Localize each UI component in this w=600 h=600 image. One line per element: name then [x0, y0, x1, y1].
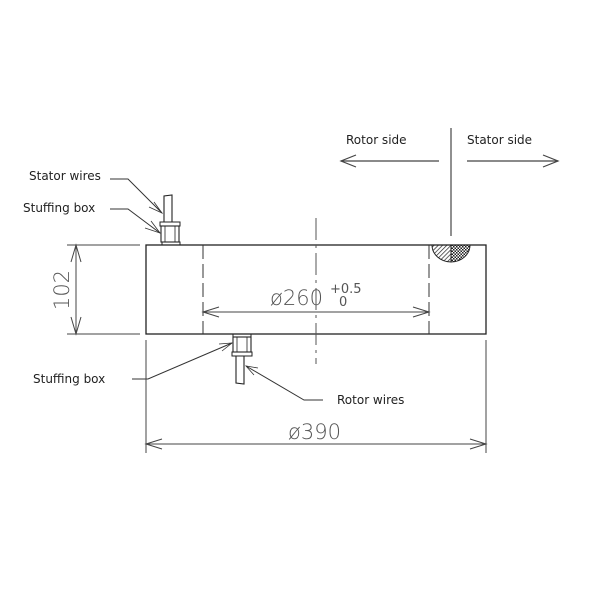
stuffing-box-bottom-label: Stuffing box — [33, 372, 105, 386]
inner-diameter-text: ø260 — [270, 286, 323, 310]
rotor-wires-leader — [245, 365, 323, 401]
stuffing-box-top-leader — [110, 208, 161, 234]
outer-diameter-text: ø390 — [288, 420, 341, 444]
inner-tolerance-upper: +0.5 — [330, 282, 362, 297]
height-dimension — [67, 243, 140, 336]
top-stuffing-box — [159, 221, 181, 246]
stator-wires-cable — [163, 194, 173, 222]
inner-diameter-dimension — [201, 306, 431, 318]
stuffing-box-top-label: Stuffing box — [23, 201, 95, 215]
stator-wires-leader — [110, 178, 163, 214]
rotor-wires-label: Rotor wires — [337, 393, 404, 407]
stuffing-box-bottom-leader — [132, 342, 233, 380]
rotor-side-label: Rotor side — [346, 133, 407, 147]
stator-side-arrow — [467, 154, 560, 168]
stator-side-label: Stator side — [467, 133, 532, 147]
seal-marker-icon — [431, 244, 471, 263]
rotor-wires-cable — [235, 356, 245, 385]
rotor-side-arrow — [339, 154, 439, 168]
height-dimension-text: 102 — [50, 270, 74, 310]
stator-wires-label: Stator wires — [29, 169, 101, 183]
outer-diameter-dimension — [144, 340, 488, 453]
inner-tolerance-lower: 0 — [339, 295, 347, 310]
bottom-stuffing-box — [231, 333, 253, 357]
